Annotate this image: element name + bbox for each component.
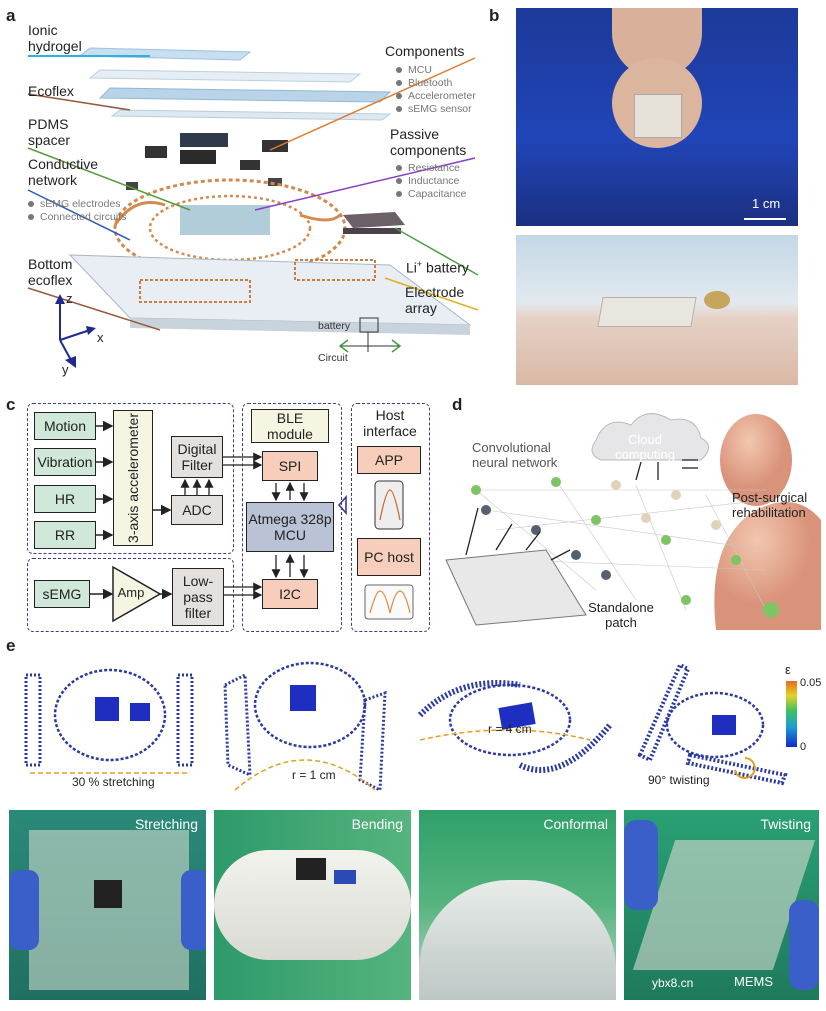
components-list: MCU Bluetooth Accelerometer sEMG sensor (396, 64, 476, 116)
sim-label-twisting: 90° twisting (648, 773, 710, 787)
photo-twisting: Twisting ybx8.cn MEMS (624, 810, 819, 1000)
sim-twisting (637, 662, 788, 786)
photo-label-stretching: Stretching (134, 816, 198, 832)
conductive-item: sEMG electrodes (28, 198, 126, 211)
label-ecoflex: Ecoflex (28, 83, 74, 99)
photo-label-twisting: Twisting (760, 816, 811, 832)
photo-stretching: Stretching (9, 810, 206, 1000)
sim-stretching (24, 668, 194, 774)
bullet-icon (28, 214, 34, 221)
passive-item: Inductance (396, 175, 466, 188)
axis-label-y: y (62, 362, 69, 377)
exploded-device-illustration (27, 47, 479, 368)
block-semg: sEMG (34, 580, 90, 608)
block-rr: RR (34, 521, 96, 549)
passive-list: Resistance Inductance Capacitance (396, 162, 466, 201)
panel-label-a: a (6, 6, 16, 25)
sim-label-1cm: r = 1 cm (292, 768, 336, 782)
colorbar (786, 681, 797, 747)
sim-bending-1cm (223, 661, 387, 793)
photo-arm-patch (516, 235, 798, 385)
label-cnn: Convolutional neural network (472, 440, 558, 470)
photo-label-bending: Bending (351, 816, 403, 832)
block-lowpass-filter: Low-pass filter (172, 568, 224, 626)
sensor-group-box (27, 403, 234, 554)
component-item: Accelerometer (396, 90, 476, 103)
block-pc-host: PC host (357, 538, 421, 576)
block-digital-filter: Digital Filter (171, 436, 223, 478)
watermark-site: ybx8.cn (652, 976, 694, 990)
axis-label-x: x (97, 330, 104, 345)
label-conductive-network: Conductive network (28, 156, 99, 188)
component-item: MCU (396, 64, 476, 77)
label-pdms-spacer: PDMS spacer (28, 116, 71, 148)
block-hr: HR (34, 485, 96, 513)
sim-bending-4cm (417, 680, 613, 773)
block-ble-module: BLE module (251, 409, 329, 443)
sim-label-stretching: 30 % stretching (72, 775, 155, 789)
photo-conformal: Conformal (419, 810, 616, 1000)
sim-label-4cm: r = 4 cm (488, 722, 532, 736)
label-passive-components: Passive components (390, 126, 467, 158)
watermark-mems: MEMS (734, 974, 773, 989)
passive-item: Resistance (396, 162, 466, 175)
panel-label-c: c (6, 395, 16, 414)
block-motion: Motion (34, 412, 96, 440)
axis-label-z: z (66, 291, 73, 306)
photo-neck-patch: 1 cm (516, 8, 798, 226)
conductive-item: Connected circuits (28, 211, 126, 224)
label-bottom-ecoflex: Bottom ecoflex (28, 256, 73, 288)
panel-label-d: d (452, 395, 463, 414)
bullet-icon (28, 201, 34, 208)
label-cloud-computing: Cloud computing (615, 432, 675, 462)
colorbar-symbol: ε (785, 662, 791, 677)
cnn-illustration (445, 413, 821, 630)
scale-bar-label: 1 cm (752, 196, 781, 211)
block-mcu: Atmega 328p MCU (246, 502, 334, 552)
block-accelerometer: 3-axis accelerometer (113, 410, 153, 546)
photo-bending: Bending (214, 810, 411, 1000)
colorbar-max: 0.05 (800, 677, 822, 689)
block-diagram-arrows (90, 420, 414, 623)
block-i2c: I2C (262, 579, 318, 609)
colorbar-min: 0 (800, 741, 807, 753)
component-item: sEMG sensor (396, 103, 476, 116)
amp-label: Amp (117, 585, 145, 600)
bullet-icon (396, 106, 402, 113)
label-ionic-hydrogel: Ionic hydrogel (28, 22, 82, 54)
passive-item: Capacitance (396, 188, 466, 201)
mcu-group-box (242, 403, 342, 632)
phone-icon (374, 480, 404, 530)
label-standalone-patch: Standalone patch (588, 600, 654, 630)
component-item: Bluetooth (396, 77, 476, 90)
patch-on-neck (634, 94, 682, 138)
host-group-box (351, 403, 430, 632)
bullet-icon (396, 80, 402, 87)
label-li-battery: Li+ battery (406, 259, 469, 276)
conductive-list: sEMG electrodes Connected circuits (28, 198, 126, 224)
label-components: Components (385, 43, 465, 59)
block-app: APP (357, 446, 421, 474)
strain-simulations (24, 661, 797, 793)
monitor-icon (364, 584, 414, 620)
bullet-icon (396, 191, 402, 198)
bullet-icon (396, 178, 402, 185)
panel-label-b: b (489, 6, 500, 25)
bullet-icon (396, 67, 402, 74)
photo-label-conformal: Conformal (543, 816, 608, 832)
label-electrode-array: Electrode array (405, 284, 465, 316)
bullet-icon (396, 93, 402, 100)
host-interface-title: Host interface (363, 407, 417, 439)
panel-label-e: e (6, 636, 16, 655)
block-vibration: Vibration (34, 448, 96, 476)
bluetooth-icon (337, 494, 347, 516)
block-adc: ADC (171, 495, 223, 525)
inset-battery-label: battery (318, 320, 351, 332)
label-post-surgical: Post-surgical rehabilitation (732, 490, 808, 520)
bullet-icon (396, 165, 402, 172)
inset-circuit-label: Circuit (318, 352, 348, 364)
block-spi: SPI (262, 451, 318, 481)
